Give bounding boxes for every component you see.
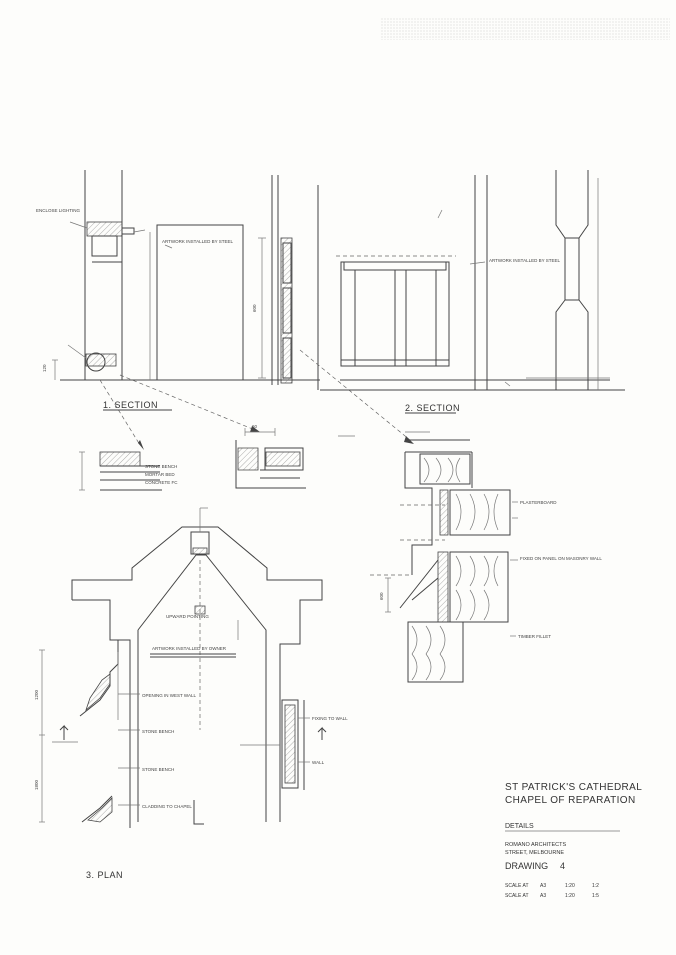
note-artwork-inwall: ARTWORK INSTALLED BY STEEL [162,239,234,244]
title-drawing-number: 4 [560,861,565,871]
dim-6: 1800 [34,779,39,790]
scale-row-1-label: SCALE AT [505,883,529,889]
bench-detail-1 [79,451,162,491]
scale-row-1-scale: 1:20 [565,883,575,889]
scale-row-2-sheet: A3 [540,893,546,899]
note-opening: OPENING IN WEST WALL [142,693,197,698]
dim-2: 600 [252,304,257,312]
title-line-1: ST PATRICK'S CATHEDRAL [505,782,642,793]
title-client: DETAILS [505,823,534,830]
note-wall: WALL [312,760,325,765]
note-mortar-bed: MORTAR BED [145,472,175,477]
scale-row-2-label: SCALE AT [505,893,529,899]
scan-noise [380,18,670,40]
view-label-plan-3: 3. PLAN [86,870,123,880]
wall-section-detail [370,431,518,683]
title-project-2: STREET, MELBOURNE [505,850,564,856]
dim-3: 60 [252,424,258,429]
title-drawing-label: DRAWING [505,861,548,871]
title-line-2: CHAPEL OF REPARATION [505,795,636,806]
dim-5: 1200 [34,689,39,700]
view-label-section-2: 2. SECTION [405,403,460,413]
note-cladding: CLADDING TO CHAPEL [142,804,192,809]
note-fixing: FIXING TO WALL [312,716,348,721]
note-fixed-panel: FIXED ON PANEL ON MASONRY WALL [520,556,602,561]
section-2-elevation [320,170,625,391]
note-plasterboard: PLASTERBOARD [520,500,557,505]
title-project-1: ROMANO ARCHITECTS [505,842,566,848]
title-block: ST PATRICK'S CATHEDRAL CHAPEL OF REPARAT… [505,782,642,899]
note-artwork-2: ARTWORK INSTALLED BY STEEL [489,258,561,263]
scale-row-2-scale: 1:20 [565,893,575,899]
view-label-section-1: 1. SECTION [103,400,158,410]
plan-view [39,507,327,828]
scale-row-1-scale-2: 1:2 [592,883,599,889]
note-stone-bench-plan: STONE BENCH [142,729,174,734]
note-timber-fillet: TIMBER FILLET [518,634,551,639]
note-artwork-install: ARTWORK INSTALLED BY OWNER [152,646,227,651]
scale-row-1-sheet: A3 [540,883,546,889]
note-concrete-fc: CONCRETE FC [145,480,178,485]
note-stone-bench-2: STONE BENCH [142,767,174,772]
scale-row-2-scale-2: 1:5 [592,893,599,899]
bench-detail-2 [235,428,355,489]
note-stone-bench: STONE BENCH [145,464,177,469]
note-upward-pointed: UPWARD POINTING [166,614,209,619]
dim-4: 600 [379,592,384,600]
dim-1: 120 [42,364,47,372]
note-enclose-lighting: ENCLOSE LIGHTING [36,208,81,213]
